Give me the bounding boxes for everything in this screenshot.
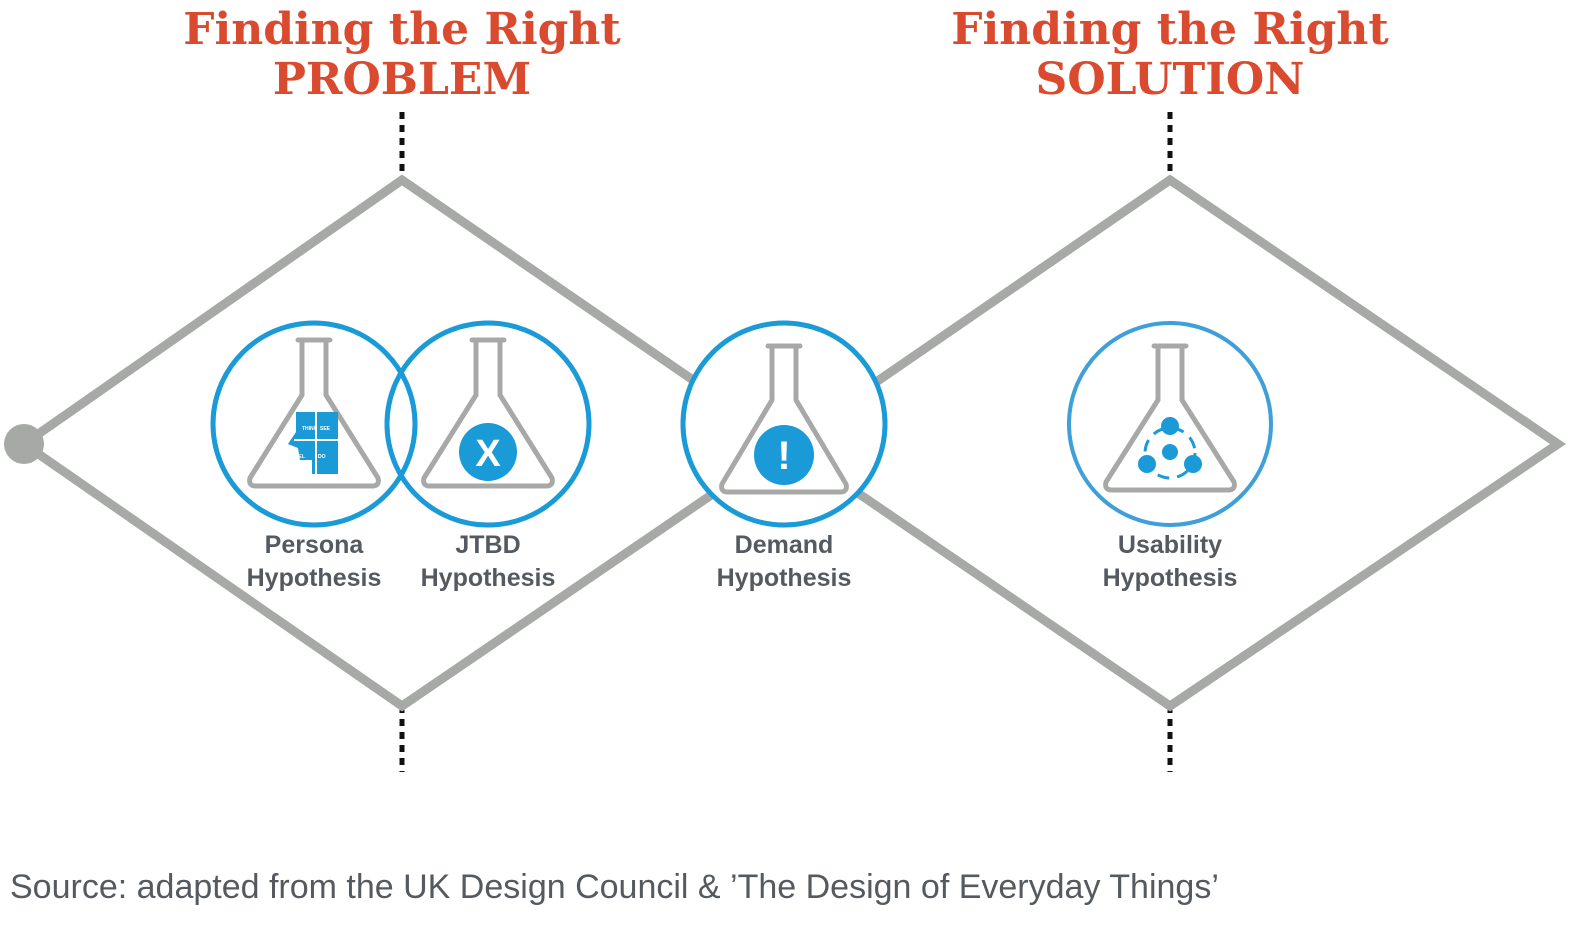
problem-title: Finding the Right PROBLEM: [183, 4, 621, 105]
persona-hypothesis: THINK SEE FEEL DO: [210, 320, 418, 528]
jtbd-label-line1: JTBD: [455, 531, 520, 559]
demand-label-line1: Demand: [735, 531, 834, 559]
solution-diamond: [778, 174, 1567, 712]
problem-title-line2: PROBLEM: [273, 54, 531, 105]
persona-quadrant-think: THINK: [302, 426, 318, 432]
persona-flask-icon: THINK SEE FEEL DO: [247, 337, 381, 489]
jtbd-symbol: X: [475, 433, 501, 475]
exclamation-flask-icon: !: [719, 343, 849, 495]
problem-title-line1: Finding the Right: [183, 4, 621, 55]
start-dot: [4, 424, 44, 464]
persona-head-icon: [288, 412, 338, 474]
dotted-guides: [399, 112, 1173, 772]
persona-label-line2: Hypothesis: [247, 564, 382, 592]
demand-hypothesis: !: [680, 320, 888, 528]
persona-label-line1: Persona: [265, 531, 365, 559]
jtbd-circle: [384, 320, 592, 528]
demand-symbol: !: [777, 434, 790, 478]
solution-title-line2: SOLUTION: [1036, 54, 1305, 105]
demand-circle: [680, 320, 888, 528]
usability-label-line1: Usability: [1118, 531, 1222, 559]
network-flask-icon: [1103, 343, 1237, 493]
usability-label-line2: Hypothesis: [1103, 564, 1238, 592]
x-flask-icon: X: [421, 337, 555, 489]
demand-label-line2: Hypothesis: [717, 564, 852, 592]
solution-title: Finding the Right SOLUTION: [951, 4, 1389, 105]
jtbd-hypothesis: X: [384, 320, 592, 528]
usability-hypothesis: [1067, 321, 1273, 527]
solution-title-line1: Finding the Right: [951, 4, 1389, 55]
jtbd-label-line2: Hypothesis: [421, 564, 556, 592]
persona-quadrant-see: SEE: [320, 426, 331, 432]
persona-quadrant-do: DO: [318, 454, 326, 460]
persona-quadrant-feel: FEEL: [292, 454, 305, 460]
source-caption: Source: adapted from the UK Design Counc…: [10, 868, 1219, 906]
